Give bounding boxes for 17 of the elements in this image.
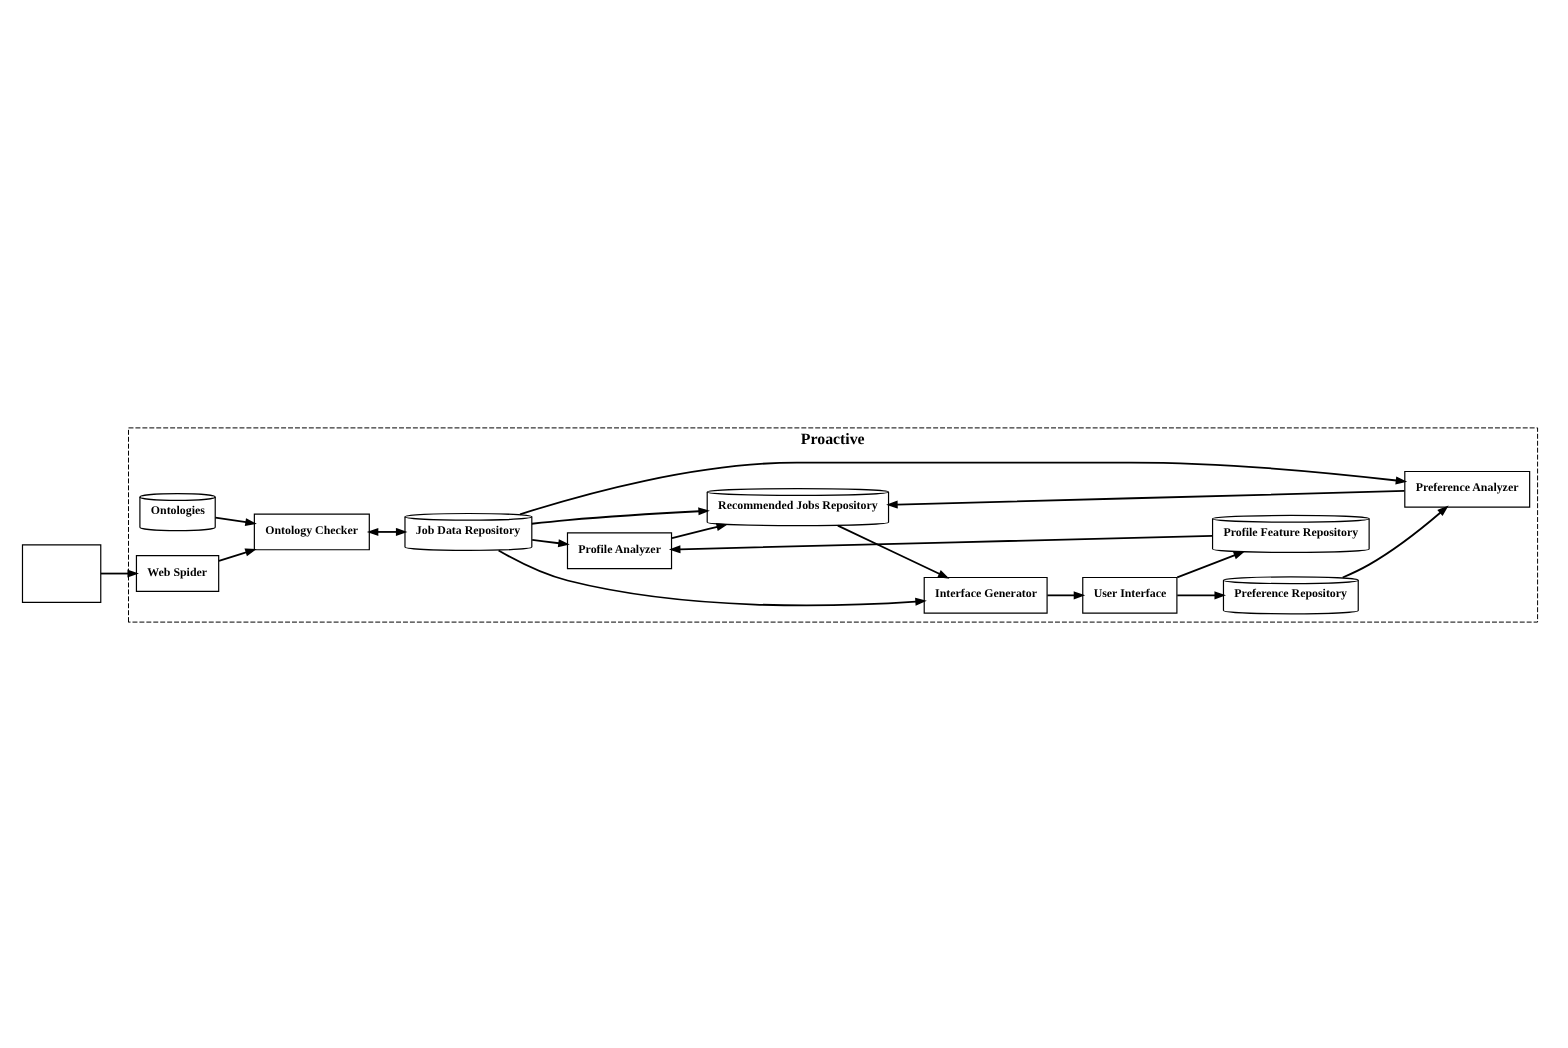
arrow xyxy=(214,515,257,526)
arrow xyxy=(1176,550,1246,578)
arrow xyxy=(1176,590,1226,599)
arrow xyxy=(671,522,728,538)
arrow xyxy=(519,460,1408,515)
arrow xyxy=(100,568,139,577)
arrow xyxy=(530,506,710,524)
arrow xyxy=(497,548,927,606)
arrow xyxy=(886,489,1406,508)
arrow xyxy=(531,537,570,547)
node-box xyxy=(21,543,102,602)
arrow xyxy=(1046,590,1086,599)
arrow xyxy=(1341,504,1449,578)
arrow xyxy=(836,523,950,578)
arrow xyxy=(668,533,1214,553)
arrow xyxy=(218,547,257,561)
arrow xyxy=(366,526,408,535)
